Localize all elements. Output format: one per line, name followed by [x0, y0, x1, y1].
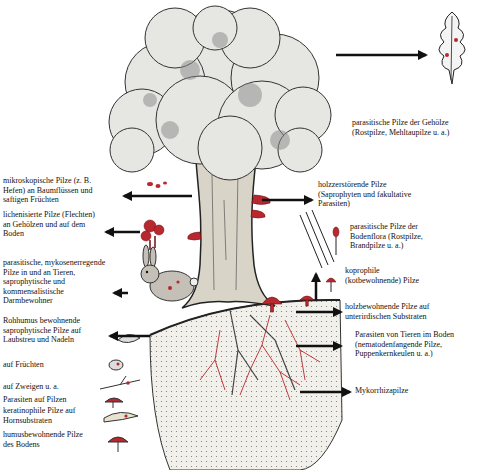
annotation-label: humusbewohnende Pilze des Bodens	[3, 430, 95, 449]
annotation-label: holzzerstörende Pilze (Saprophyten und f…	[318, 180, 414, 209]
annotation-label: koprophile (kotbewohnende) Pilze	[345, 266, 425, 285]
annotation-label: parasitische, mykosenerregende Pilze in …	[3, 258, 108, 306]
annotation-label: parasitische Pilze der Gehölze (Rostpilz…	[352, 118, 456, 137]
annotation-label: holzbewohnende Pilze auf unterirdischen …	[345, 302, 437, 321]
annotation-label: keratinophile Pilze auf Hornsubstraten	[3, 406, 95, 425]
annotation-label: Parasiten von Tieren im Boden (nematoden…	[355, 330, 455, 359]
annotation-label: Rohhumus bewohnende saprophytische Pilze…	[3, 316, 103, 345]
annotation-label: lichenisierte Pilze (Flechten) an Gehölz…	[3, 210, 98, 239]
annotation-label: parasitische Pilze der Bodenflora (Rostp…	[350, 222, 434, 251]
annotation-label: auf Zweigen u. a.	[3, 382, 83, 392]
annotation-label: Mykorrhizapilze	[355, 386, 445, 396]
annotation-label: mikroskopische Pilze (z. B. Hefen) an Ba…	[3, 176, 115, 205]
annotation-label: Parasiten auf Pilzen	[3, 395, 83, 405]
annotation-label: auf Früchten	[3, 360, 83, 370]
